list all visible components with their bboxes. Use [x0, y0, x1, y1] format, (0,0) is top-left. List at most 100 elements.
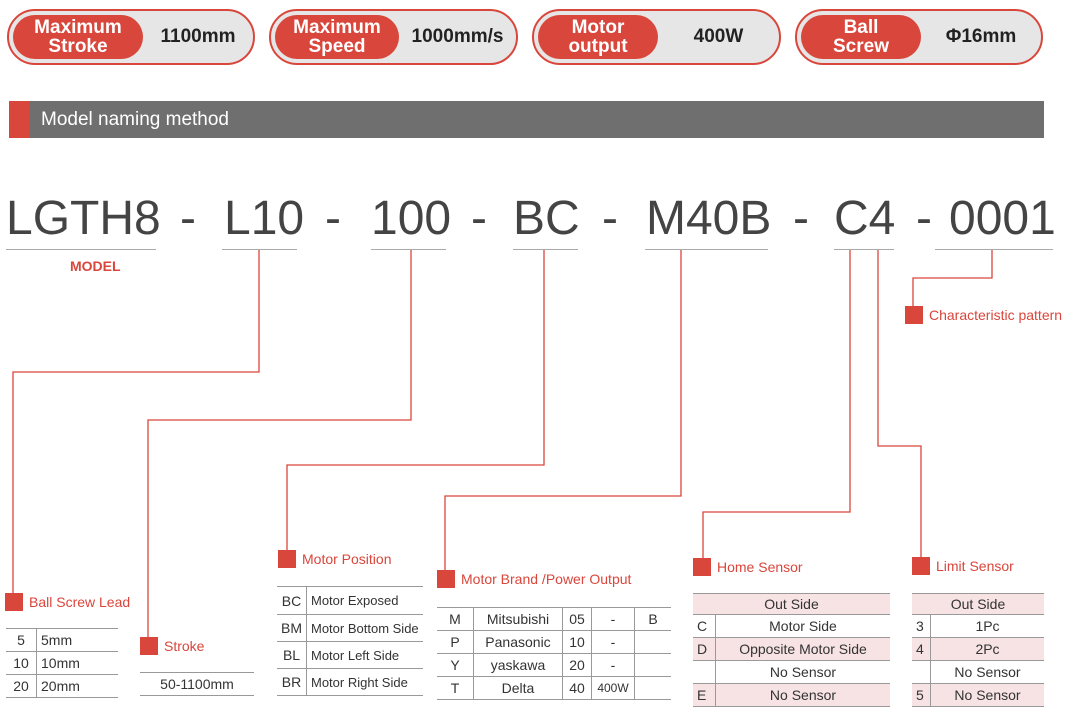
underline-sensor — [834, 249, 894, 250]
code-dash: - — [471, 192, 487, 245]
table-cell — [912, 660, 931, 684]
label-text: Characteristic pattern — [929, 307, 1063, 323]
table-cell: yaskawa — [473, 653, 563, 677]
marker-square — [437, 570, 455, 588]
code-dash: - — [916, 192, 932, 245]
table-cell: Y — [437, 653, 474, 677]
table-row: Out Side — [912, 593, 1044, 615]
underline-stroke — [371, 249, 446, 250]
label-text: Home Sensor — [717, 559, 803, 575]
table-cell: 10mm — [36, 651, 118, 675]
table-cell: 400W — [591, 676, 635, 700]
label-motor-position: Motor Position — [278, 550, 391, 568]
table-cell: 5mm — [36, 628, 118, 652]
table-cell: M — [437, 607, 474, 631]
table-cell: Motor Left Side — [306, 641, 423, 669]
table-cell: - — [591, 653, 635, 677]
code-pattern: 0001 — [949, 192, 1056, 245]
marker-square — [140, 637, 158, 655]
stroke-table: 50-1100mm — [140, 672, 254, 696]
label-text: Limit Sensor — [936, 558, 1014, 574]
table-cell: BL — [277, 641, 307, 669]
table-cell: No Sensor — [715, 660, 890, 684]
table-cell: Opposite Motor Side — [715, 637, 890, 661]
table-cell: Delta — [473, 676, 563, 700]
marker-square — [693, 558, 711, 576]
table-cell: D — [693, 637, 716, 661]
marker-square — [912, 557, 930, 575]
label-ball-screw-lead: Ball Screw Lead — [5, 593, 130, 611]
table-cell — [634, 676, 671, 700]
section-title: Model naming method — [41, 109, 229, 130]
code-dash: - — [325, 192, 341, 245]
code-motor: M40B — [646, 192, 772, 245]
table-row: No Sensor — [912, 660, 1044, 684]
code-dash: - — [180, 192, 196, 245]
table-cell: Motor Exposed — [306, 586, 423, 615]
label-limit-sensor: Limit Sensor — [912, 557, 1014, 575]
table-row: No Sensor — [693, 660, 890, 684]
table-row: Out Side — [693, 593, 890, 615]
table-cell: 2Pc — [930, 637, 1044, 661]
table-cell: 1Pc — [930, 614, 1044, 638]
table-cell: 3 — [912, 614, 931, 638]
section-accent — [9, 101, 29, 138]
underline-model — [6, 249, 156, 250]
section-header: Model naming method — [9, 101, 1044, 138]
code-dash: - — [793, 192, 809, 245]
table-cell: 5 — [912, 683, 931, 707]
label-text: Stroke — [164, 638, 205, 654]
marker-square — [278, 550, 296, 568]
code-position: BC — [513, 192, 580, 245]
table-header: Out Side — [912, 593, 1044, 615]
table-cell — [693, 660, 716, 684]
code-sensor: C4 — [834, 192, 896, 245]
label-characteristic-pattern: Characteristic pattern — [905, 306, 1062, 324]
spec-value: 1000mm/s — [411, 26, 504, 47]
table-cell: Motor Side — [715, 614, 890, 638]
table-cell: 50-1100mm — [140, 672, 254, 696]
table-cell: B — [634, 607, 671, 631]
table-cell: 40 — [562, 676, 592, 700]
table-cell: BM — [277, 614, 307, 642]
spec-value: 1100mm — [160, 26, 236, 47]
underline-motor — [645, 249, 768, 250]
table-cell: No Sensor — [930, 683, 1044, 707]
table-cell: - — [591, 607, 635, 631]
model-caption: MODEL — [70, 258, 121, 274]
table-cell: 4 — [912, 637, 931, 661]
table-cell: - — [591, 630, 635, 654]
table-cell: 10 — [562, 630, 592, 654]
table-cell: 20mm — [36, 674, 118, 698]
table-cell: No Sensor — [930, 660, 1044, 684]
table-cell: Mitsubishi — [473, 607, 563, 631]
table-cell: BC — [277, 586, 307, 615]
underline-pattern — [935, 249, 1053, 250]
code-lead: L10 — [224, 192, 305, 245]
table-cell: T — [437, 676, 474, 700]
table-cell — [634, 630, 671, 654]
table-header: Out Side — [693, 593, 890, 615]
underline-lead — [222, 249, 297, 250]
table-cell: 5 — [6, 628, 37, 652]
table-cell: 20 — [562, 653, 592, 677]
table-row: 50-1100mm — [140, 672, 254, 696]
